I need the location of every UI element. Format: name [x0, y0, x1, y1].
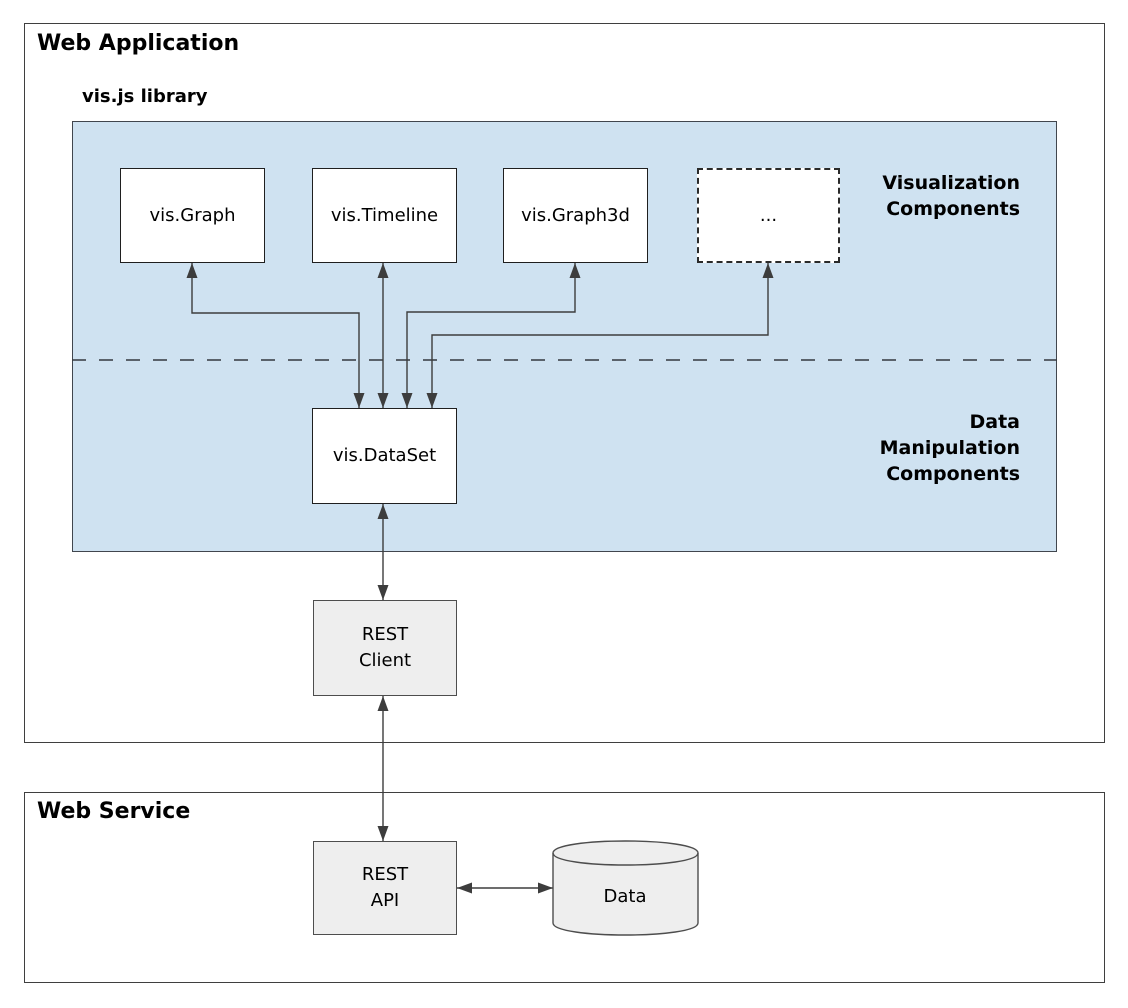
visualization-components-label: Visualization Components — [820, 170, 1020, 222]
node-vis-graph3d-label: vis.Graph3d — [521, 204, 630, 226]
data-manipulation-label-line2: Manipulation — [879, 437, 1020, 459]
web-application-title: Web Application — [37, 31, 240, 56]
visjs-library-title: vis.js library — [82, 86, 208, 107]
node-rest-api: REST API — [313, 841, 457, 935]
node-rest-client-label-line1: REST — [361, 624, 409, 645]
data-manipulation-label-line1: Data — [969, 411, 1021, 433]
node-rest-api-label-line2: API — [370, 890, 400, 911]
web-service-title: Web Service — [37, 799, 191, 824]
data-manipulation-components-label: Data Manipulation Components — [820, 409, 1020, 487]
node-rest-api-label-line1: REST — [361, 864, 409, 885]
node-rest-client-label-line2: Client — [358, 650, 412, 671]
web-application-container — [24, 23, 1105, 743]
visualization-components-label-line1: Visualization — [882, 172, 1020, 194]
data-manipulation-label-line3: Components — [886, 463, 1020, 485]
node-vis-timeline: vis.Timeline — [312, 168, 457, 263]
node-vis-graph3d: vis.Graph3d — [503, 168, 648, 263]
node-vis-timeline-label: vis.Timeline — [330, 204, 439, 226]
node-vis-graph-label: vis.Graph — [149, 204, 236, 226]
visualization-components-label-line2: Components — [886, 198, 1020, 220]
node-more-components: ... — [697, 168, 840, 263]
node-vis-graph: vis.Graph — [120, 168, 265, 263]
node-vis-dataset-label: vis.DataSet — [332, 445, 437, 466]
node-more-components-label: ... — [759, 204, 778, 226]
node-rest-client: REST Client — [313, 600, 457, 696]
web-service-container — [24, 792, 1105, 983]
node-vis-dataset: vis.DataSet — [312, 408, 457, 504]
